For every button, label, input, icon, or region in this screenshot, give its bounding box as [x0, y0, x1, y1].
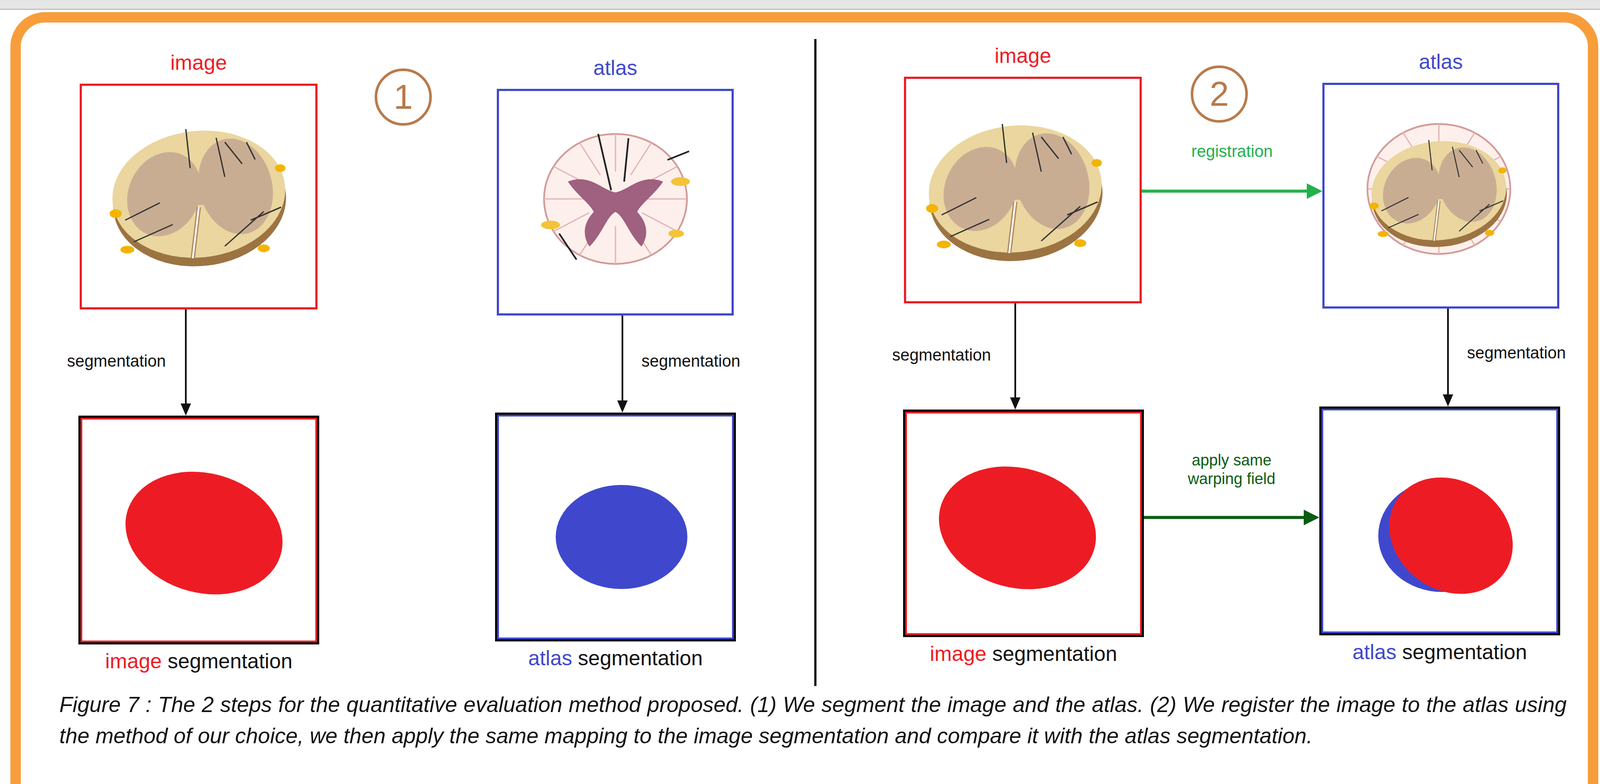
box-heading-suffix: segmentation [992, 641, 1118, 665]
arrow-connector [180, 309, 192, 416]
arrow-head [1303, 509, 1320, 525]
box-heading: atlas [1352, 640, 1396, 664]
box-heading: image [105, 649, 162, 673]
callout-number: 1 [374, 68, 432, 126]
image-box: image [79, 83, 318, 310]
segmentation-mask [111, 454, 297, 612]
arrow-head [1442, 394, 1454, 407]
atlas-box: atlas [496, 88, 734, 316]
image-box: image [903, 76, 1142, 304]
arrow-line [1141, 189, 1308, 193]
top-bar [0, 0, 1600, 10]
heading-row: atlas [1298, 49, 1584, 74]
box-heading: image [994, 44, 1052, 68]
spinal-cord-image [106, 122, 293, 275]
box-heading-suffix: segmentation [1402, 640, 1527, 664]
box-heading: atlas [593, 56, 638, 80]
box-heading: image [929, 641, 987, 665]
arrow-line [1014, 303, 1017, 399]
segmentation-box: imagesegmentation [78, 415, 320, 645]
arrow-line [621, 315, 624, 402]
arrow-line [1143, 515, 1305, 519]
figure-caption: Figure 7 : The 2 steps for the quantitat… [59, 688, 1567, 752]
heading-row: image [55, 50, 342, 75]
edge-label: apply same warping field [1178, 449, 1286, 489]
heading-row: image [880, 43, 1166, 68]
segmentation-box: imagesegmentation [903, 409, 1144, 637]
arrow-line [184, 309, 187, 405]
heading-row: imagesegmentation [879, 641, 1168, 666]
spinal-cord-image [922, 116, 1109, 270]
callout-number: 2 [1190, 65, 1248, 123]
box-heading: atlas [527, 646, 572, 670]
arrow-head [617, 400, 628, 413]
segmentation-mask [555, 484, 688, 589]
heading-row: imagesegmentation [54, 648, 344, 673]
arrow-head [1010, 397, 1021, 410]
edge-label: segmentation [890, 344, 993, 366]
spinal-cord-registered [1366, 123, 1513, 254]
arrow-head [180, 403, 192, 416]
spinal-cord-atlas [540, 133, 690, 264]
arrow-connector [1010, 303, 1021, 410]
arrow-line [1447, 308, 1449, 396]
edge-label: registration [1189, 140, 1275, 163]
atlas-box: atlas [1322, 82, 1560, 309]
segmentation-box: atlassegmentation [1319, 406, 1561, 635]
heading-row: atlas [472, 55, 758, 80]
divider-line [814, 38, 817, 686]
arrow-head [1306, 183, 1323, 199]
edge-label: segmentation [65, 350, 168, 373]
edge-label: segmentation [1465, 342, 1568, 364]
box-heading: image [170, 51, 227, 75]
segmentation-mask [925, 449, 1111, 606]
arrow-connector [1442, 308, 1454, 407]
heading-row: atlassegmentation [471, 645, 760, 670]
box-heading-suffix: segmentation [577, 646, 703, 670]
segmentation-mask [1366, 453, 1536, 618]
arrow-connector [617, 315, 628, 413]
arrow-connector [1141, 183, 1323, 199]
box-heading: atlas [1418, 50, 1463, 74]
box-heading-suffix: segmentation [167, 649, 293, 673]
segmentation-box: atlassegmentation [495, 412, 736, 642]
heading-row: atlassegmentation [1295, 639, 1584, 664]
edge-label: segmentation [639, 350, 742, 373]
arrow-connector [1143, 509, 1320, 525]
